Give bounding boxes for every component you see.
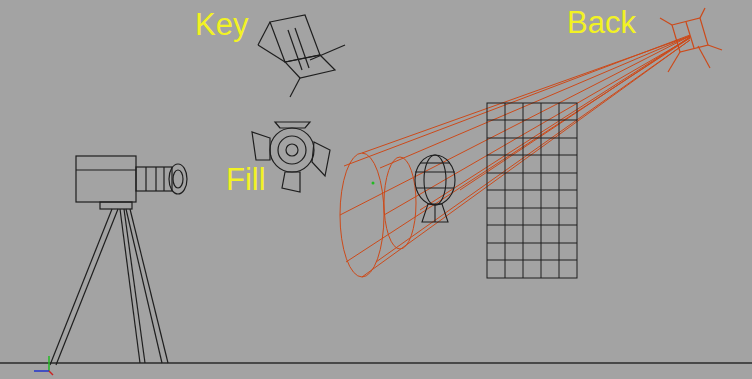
- light-housing: [285, 55, 335, 78]
- axis-y: [48, 356, 50, 371]
- grid-line: [487, 243, 577, 244]
- grid-line: [487, 190, 577, 191]
- axis-x: [49, 371, 53, 375]
- grid-line: [487, 120, 577, 121]
- grid-line: [487, 155, 577, 156]
- head-wire: [434, 204, 435, 222]
- head-wire: [415, 171, 455, 172]
- lens-front: [169, 164, 187, 194]
- back-light-symbol: [660, 8, 722, 72]
- lens-ring: [155, 167, 156, 191]
- head-neck: [422, 204, 448, 222]
- light-housing: [672, 18, 708, 52]
- camera-symbol: [50, 156, 187, 365]
- grid-line: [487, 225, 577, 226]
- tripod-leg: [120, 209, 140, 363]
- barn-door: [282, 172, 300, 192]
- tripod-mount: [100, 202, 132, 209]
- light-label: Back: [567, 6, 636, 40]
- tripod-leg: [56, 209, 118, 365]
- camera-body: [76, 156, 136, 202]
- head-wire: [420, 162, 450, 163]
- barn-door: [700, 8, 705, 18]
- cone-ray: [376, 40, 690, 262]
- cone-end: [340, 153, 384, 277]
- cone-ray: [346, 38, 690, 262]
- cone-ray: [384, 38, 690, 215]
- barn-door: [708, 45, 722, 50]
- backdrop-grid: [487, 103, 577, 278]
- light-stand: [668, 52, 680, 72]
- cone-ray: [420, 37, 690, 210]
- lens-ring: [163, 167, 164, 191]
- light-lens: [286, 144, 298, 156]
- lens-ring: [145, 167, 146, 191]
- head-outline: [415, 155, 455, 205]
- cone-ray: [362, 40, 690, 277]
- cone-ring: [384, 157, 416, 249]
- camera-edge: [76, 169, 136, 170]
- camera-lens: [136, 167, 172, 191]
- tripod-leg: [50, 209, 112, 365]
- back-light-cone: [340, 35, 690, 277]
- barn-door: [258, 45, 285, 62]
- light-stand: [698, 46, 710, 68]
- grid-line: [487, 173, 577, 174]
- cone-ray: [380, 36, 690, 168]
- cone-ray: [344, 35, 690, 166]
- grid-border: [487, 103, 577, 278]
- light-grille: [288, 30, 302, 70]
- axis-gizmo: [34, 356, 53, 375]
- axis-z: [34, 370, 49, 372]
- light-lens: [270, 128, 314, 172]
- cone-ray: [340, 36, 690, 215]
- barn-door: [312, 142, 330, 176]
- light-grille: [295, 28, 309, 68]
- grid-line: [487, 260, 577, 261]
- light-stand: [290, 78, 300, 97]
- ground-line: [0, 362, 752, 364]
- light-lens: [278, 136, 306, 164]
- barn-door: [275, 122, 310, 128]
- lens-glass: [173, 170, 183, 188]
- head-model: [415, 155, 455, 222]
- light-housing: [270, 15, 320, 62]
- tripod-leg: [126, 209, 162, 363]
- grid-line: [487, 208, 577, 209]
- key-light-symbol: [258, 15, 345, 97]
- tripod-leg: [130, 209, 168, 363]
- light-handle: [310, 45, 345, 60]
- grid-line: [487, 138, 577, 139]
- head-wire: [416, 187, 454, 188]
- target-marker: [372, 182, 375, 185]
- light-label: Key: [195, 8, 248, 42]
- light-grille: [686, 22, 694, 48]
- barn-door: [258, 22, 270, 45]
- cone-ray: [460, 37, 690, 190]
- barn-door: [660, 18, 672, 25]
- tripod-leg: [124, 209, 145, 363]
- barn-door: [252, 132, 270, 160]
- light-label: Fill: [226, 163, 266, 197]
